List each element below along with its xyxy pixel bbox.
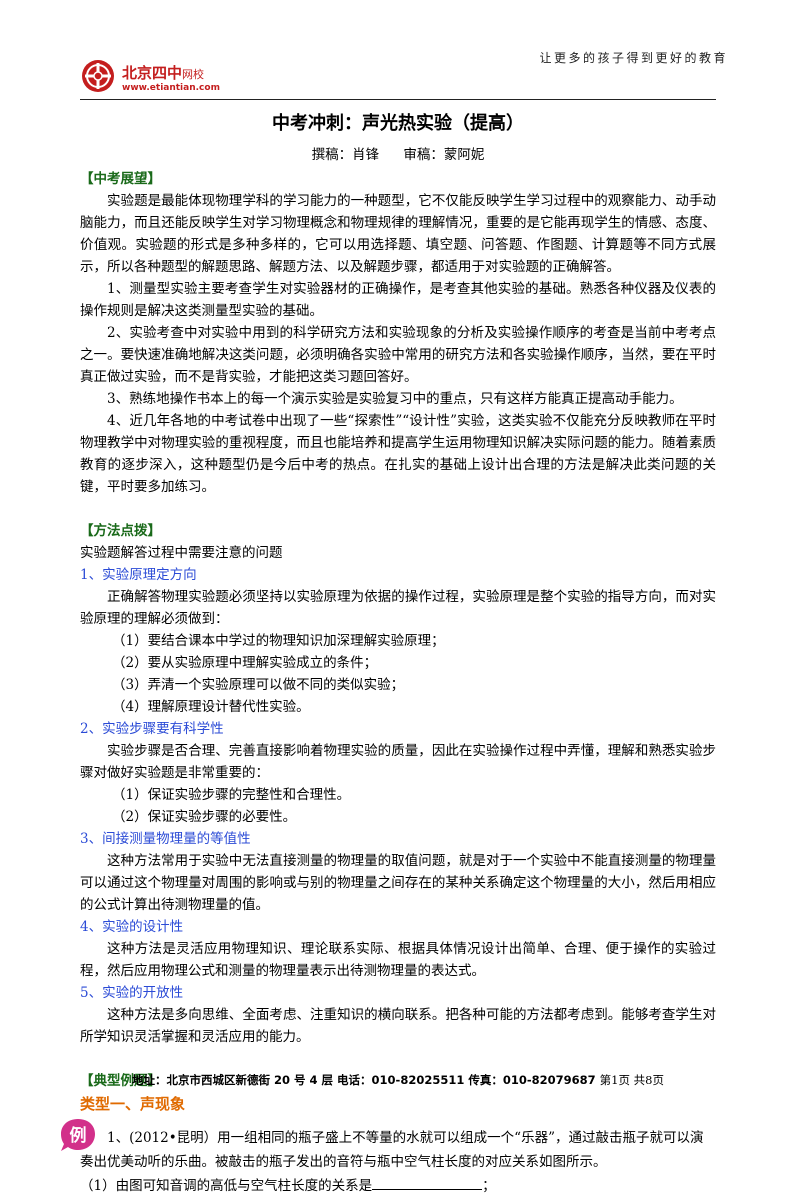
spacer <box>80 1048 716 1070</box>
section-label-method: 【方法点拨】 <box>80 523 161 539</box>
paragraph: 实验题是最能体现物理学科的学习能力的一种题型，它不仅能反映学生学习过程中的观察能… <box>80 193 716 275</box>
header-slogan: 让更多的孩子得到更好的教育 <box>539 51 728 65</box>
authors-line: 撰稿：肖锋 审稿：蒙阿妮 <box>80 145 716 165</box>
example-question-1: （1）由图可知音调的高低与空气柱长度的关系是 ； <box>80 1174 716 1198</box>
method-heading-2: 2、实验步骤要有科学性 <box>80 721 224 737</box>
paragraph: 这种方法常用于实验中无法直接测量的物理量的取值问题，就是对于一个实验中不能直接测… <box>80 853 716 913</box>
example-text: 1、(2012•昆明）用一组相同的瓶子盛上不等量的水就可以组成一个“乐器”，通过… <box>80 1130 704 1170</box>
question-suffix: ； <box>482 1178 496 1194</box>
author: 撰稿：肖锋 <box>311 147 380 163</box>
document-body: 【中考展望】 实验题是最能体现物理学科的学习能力的一种题型，它不仅能反映学生学习… <box>61 168 716 1198</box>
footer-page-number: 第1页 共8页 <box>599 1073 664 1087</box>
section-label-outlook: 【中考展望】 <box>80 171 161 187</box>
section-label-examples: 【典型例题】 <box>80 1073 161 1089</box>
logo-name: 北京四中网校 <box>122 62 204 83</box>
type-heading-sound: 类型一、声现象 <box>80 1095 186 1113</box>
method-list-2: （1）保证实验步骤的完整性和合理性。 （2）保证实验步骤的必要性。 <box>80 784 716 828</box>
question-prefix: （1）由图可知音调的高低与空气柱长度的关系是 <box>80 1178 373 1194</box>
document-title: 中考冲刺：声光热实验（提高） <box>272 113 524 134</box>
paragraph: 实验步骤是否合理、完善直接影响着物理实验的质量，因此在实验操作过程中弄懂，理解和… <box>80 743 716 781</box>
list-item: （2）保证实验步骤的必要性。 <box>112 809 297 825</box>
example-badge-icon: 例 <box>61 1119 95 1151</box>
page-footer: 地址：北京市西城区新德街 20 号 4 层 电话：010-82025511 传真… <box>80 1072 716 1088</box>
method-heading-3: 3、间接测量物理量的等值性 <box>80 831 251 847</box>
method-heading-5: 5、实验的开放性 <box>80 985 184 1001</box>
list-item: （1）要结合课本中学过的物理知识加深理解实验原理； <box>112 633 445 649</box>
logo-emblem-icon <box>82 60 114 92</box>
method-heading-4: 4、实验的设计性 <box>80 919 184 935</box>
paragraph: 1、测量型实验主要考查学生对实验器材的正确操作，是考查其他实验的基础。熟悉各种仪… <box>80 281 716 319</box>
logo-url: www.etiantian.com <box>122 83 220 93</box>
answer-blank <box>372 1175 483 1190</box>
list-item: （4）理解原理设计替代性实验。 <box>112 699 310 715</box>
spacer <box>80 498 716 520</box>
paragraph: 4、近几年各地的中考试卷中出现了一些“探索性”“设计性”实验，这类实验不仅能充分… <box>80 413 716 495</box>
paragraph: 2、实验考查中对实验中用到的科学研究方法和实验现象的分析及实验操作顺序的考查是当… <box>80 325 716 385</box>
example-1: 例 1、(2012•昆明）用一组相同的瓶子盛上不等量的水就可以组成一个“乐器”，… <box>61 1119 716 1198</box>
list-item: （2）要从实验原理中理解实验成立的条件； <box>112 655 378 671</box>
list-item: （3）弄清一个实验原理可以做不同的类似实验； <box>112 677 405 693</box>
school-logo: 北京四中网校 www.etiantian.com <box>80 58 260 102</box>
reviewer: 审稿：蒙阿妮 <box>403 147 485 163</box>
paragraph: 正确解答物理实验题必须坚持以实验原理为依据的操作过程，实验原理是整个实验的指导方… <box>80 589 716 627</box>
logo-name-small: 网校 <box>182 68 205 81</box>
paragraph: 这种方法是多向思维、全面考虑、注重知识的横向联系。把各种可能的方法都考虑到。能够… <box>80 1007 716 1045</box>
list-item: （1）保证实验步骤的完整性和合理性。 <box>112 787 351 803</box>
header-divider <box>80 99 716 100</box>
paragraph: 3、熟练地操作书本上的每一个演示实验是实验复习中的重点，只有这样方能真正提高动手… <box>107 391 683 407</box>
paragraph: 这种方法是灵活应用物理知识、理论联系实际、根据具体情况设计出简单、合理、便于操作… <box>80 941 716 979</box>
page-header: 让更多的孩子得到更好的教育 北京四中网校 www.etiantian.com <box>0 0 800 100</box>
method-intro: 实验题解答过程中需要注意的问题 <box>80 545 283 561</box>
method-heading-1: 1、实验原理定方向 <box>80 567 197 583</box>
method-list-1: （1）要结合课本中学过的物理知识加深理解实验原理； （2）要从实验原理中理解实验… <box>80 630 716 718</box>
logo-name-main: 北京四中 <box>122 64 183 82</box>
example-badge-label: 例 <box>70 1125 87 1146</box>
footer-address: 地址：北京市西城区新德街 20 号 4 层 电话：010-82025511 传真… <box>132 1073 596 1087</box>
